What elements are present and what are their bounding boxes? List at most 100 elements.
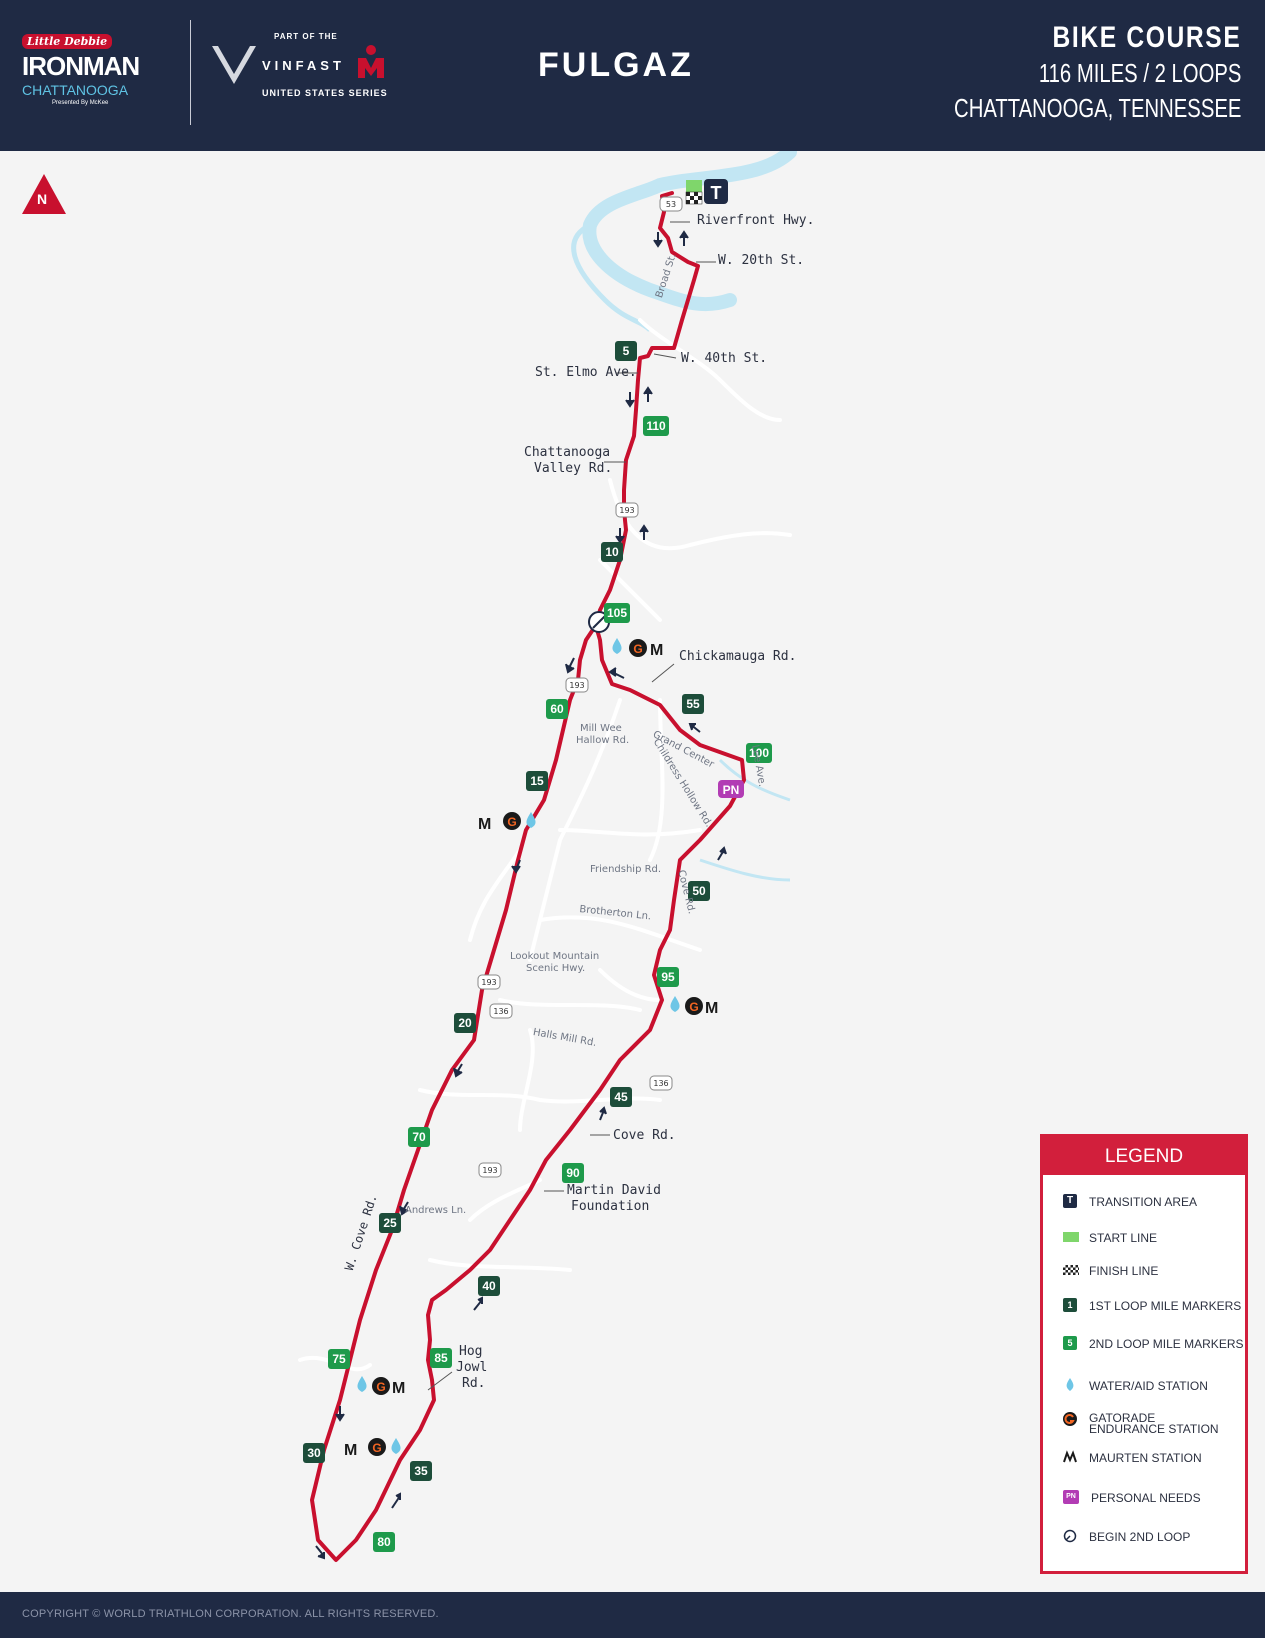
street-label: Jowl	[456, 1360, 488, 1375]
mile-marker-95: 95	[657, 967, 679, 987]
svg-text:75: 75	[332, 1352, 346, 1366]
mile-marker-60: 60	[546, 699, 568, 719]
ironman-logo: Little Debbie IRONMAN CHATTANOOGA Presen…	[22, 34, 172, 114]
svg-text:T: T	[711, 183, 722, 203]
minor-street-label: Mill Wee	[580, 723, 622, 734]
series-label: UNITED STATES SERIES	[262, 88, 388, 98]
street-label: Hog	[459, 1344, 483, 1359]
begin-loop-icon	[1063, 1529, 1077, 1543]
minor-street-label: Hallow Rd.	[576, 735, 630, 746]
sponsor-logo: Little Debbie	[22, 34, 113, 49]
loop1-markers: 5 10 15 20 25 30 35 40 45 50 55	[303, 341, 710, 1481]
street-label: Martin David	[567, 1183, 661, 1198]
svg-text:55: 55	[686, 697, 700, 711]
finish-line	[685, 191, 703, 205]
mile-marker-85: 85	[430, 1348, 452, 1368]
svg-text:G: G	[689, 1000, 698, 1014]
aid-station-4: G M	[357, 1376, 405, 1397]
legend-title: LEGEND	[1043, 1137, 1245, 1175]
svg-text:M: M	[392, 1380, 405, 1397]
loop2-marker-icon: 5	[1063, 1336, 1077, 1350]
route-shields: 53 193 193 193 136 136 193	[477, 196, 683, 1178]
street-label: Chattanooga	[524, 445, 611, 460]
creek	[571, 222, 652, 332]
course-distance: 116 MILES / 2 LOOPS	[1038, 58, 1241, 88]
copyright-text: COPYRIGHT © WORLD TRIATHLON CORPORATION.…	[22, 1608, 439, 1620]
route-shield: 193	[477, 974, 501, 990]
svg-text:5: 5	[623, 344, 630, 358]
start-line-icon	[1063, 1232, 1079, 1242]
svg-text:M: M	[650, 642, 663, 659]
minor-street-label: Scenic Hwy.	[526, 963, 586, 974]
svg-text:70: 70	[412, 1130, 426, 1144]
route-shield: 136	[489, 1003, 513, 1019]
svg-text:20: 20	[458, 1016, 472, 1030]
mile-marker-40: 40	[478, 1276, 500, 1296]
aid-station-3: G M	[670, 996, 718, 1017]
svg-text:M: M	[478, 816, 491, 833]
mile-marker-100: 100	[746, 743, 772, 763]
svg-text:110: 110	[646, 419, 666, 433]
street-label: St. Elmo Ave.	[535, 365, 637, 380]
course-title-block: BIKE COURSE 116 MILES / 2 LOOPS CHATTANO…	[873, 20, 1241, 126]
mile-marker-75: 75	[328, 1349, 350, 1369]
svg-text:136: 136	[653, 1079, 668, 1088]
route-shield: 193	[565, 677, 589, 693]
street-label: Valley Rd.	[534, 461, 613, 476]
svg-text:50: 50	[692, 884, 706, 898]
svg-text:40: 40	[482, 1279, 496, 1293]
finish-line-icon	[1063, 1265, 1079, 1275]
mile-marker-110: 110	[643, 416, 669, 436]
course-map: 53 193 193 193 136 136 193	[0, 151, 1265, 1592]
mile-marker-30: 30	[303, 1443, 325, 1463]
transition-area: T	[704, 179, 728, 204]
svg-text:G: G	[372, 1441, 381, 1455]
svg-text:90: 90	[566, 1166, 580, 1180]
gatorade-icon	[1063, 1412, 1077, 1426]
svg-text:105: 105	[607, 606, 627, 620]
svg-text:10: 10	[605, 545, 619, 559]
mile-marker-45: 45	[610, 1087, 632, 1107]
svg-text:G: G	[633, 642, 642, 656]
fulgaz-logo: FULGAZ	[538, 46, 694, 84]
svg-text:30: 30	[307, 1446, 321, 1460]
mile-marker-55: 55	[682, 694, 704, 714]
mdot-icon	[358, 45, 384, 78]
svg-text:53: 53	[666, 200, 676, 209]
header-divider	[190, 20, 191, 125]
mile-marker-50: 50	[688, 881, 710, 901]
loop2-markers: 60 70 75 80 85 90 95 100 105 110	[328, 416, 772, 1552]
river	[582, 151, 797, 312]
svg-text:100: 100	[749, 746, 769, 760]
svg-text:193: 193	[481, 978, 496, 987]
svg-text:M: M	[705, 1000, 718, 1017]
mile-marker-15: 15	[526, 771, 548, 791]
svg-text:136: 136	[493, 1007, 508, 1016]
start-line	[686, 180, 702, 192]
svg-text:35: 35	[414, 1464, 428, 1478]
event-name: CHATTANOOGA	[22, 82, 129, 98]
vinfast-v-icon	[212, 46, 256, 84]
legend: LEGEND T TRANSITION AREA START LINE FINI…	[1040, 1134, 1248, 1574]
maurten-icon	[1063, 1450, 1077, 1463]
street-label: W. 40th St.	[681, 351, 768, 366]
svg-text:25: 25	[383, 1216, 397, 1230]
mile-marker-10: 10	[601, 542, 623, 562]
mile-marker-5: 5	[615, 341, 637, 361]
svg-text:95: 95	[661, 970, 675, 984]
north-arrow-icon	[22, 174, 66, 214]
svg-text:85: 85	[434, 1351, 448, 1365]
leader-lines	[427, 221, 716, 1391]
street-label: Riverfront Hwy.	[697, 213, 815, 228]
street-label: Cove Rd.	[613, 1128, 676, 1143]
ironman-wordmark: IRONMAN	[22, 51, 140, 81]
loop1-marker-icon: 1	[1063, 1298, 1077, 1312]
street-label: Foundation	[571, 1199, 650, 1214]
route-shield: 136	[649, 1075, 673, 1091]
aid-station-5: M G	[344, 1438, 401, 1459]
water-icon	[1066, 1378, 1074, 1391]
presented-by: Presented By McKee	[52, 100, 109, 106]
personal-needs-icon: PN	[1063, 1490, 1079, 1504]
vinfast-series-logo: PART OF THE VINFAST UNITED STATES SERIES	[210, 32, 390, 102]
mile-marker-35: 35	[410, 1461, 432, 1481]
